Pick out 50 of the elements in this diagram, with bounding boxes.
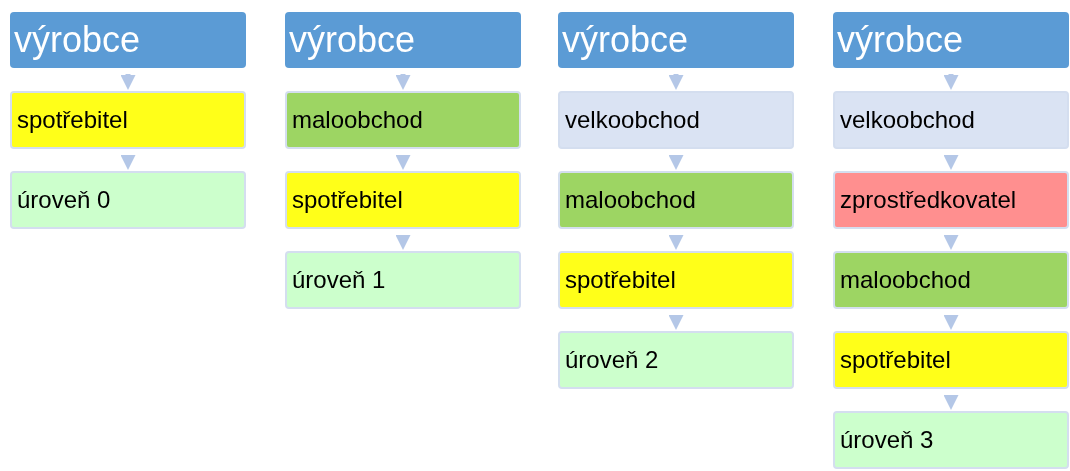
process-box: [833, 411, 1069, 469]
process-box: [833, 331, 1069, 389]
box-label: úroveň 2: [565, 346, 659, 374]
process-box: [833, 91, 1069, 149]
arrow: [668, 235, 684, 250]
box-label: výrobce: [562, 20, 689, 60]
process-box: [833, 171, 1069, 229]
header-box: [285, 12, 521, 68]
arrow: [395, 74, 411, 90]
box-label: spotřebitel: [292, 186, 403, 214]
box-label: spotřebitel: [17, 106, 128, 134]
process-box: [285, 251, 521, 309]
box-label: úroveň 0: [17, 186, 111, 214]
box-label: výrobce: [14, 20, 141, 60]
process-box: [833, 251, 1069, 309]
box-label: maloobchod: [292, 106, 423, 134]
process-box: [10, 91, 246, 149]
process-box: [558, 251, 794, 309]
header-box: [833, 12, 1069, 68]
process-box: [558, 171, 794, 229]
process-box: [285, 171, 521, 229]
box-label: spotřebitel: [840, 346, 951, 374]
header-box: [10, 12, 246, 68]
arrow: [943, 235, 959, 250]
arrow: [943, 315, 959, 330]
arrow: [943, 395, 959, 410]
box-label: úroveň 3: [840, 426, 934, 454]
box-label: výrobce: [289, 20, 416, 60]
arrow: [395, 235, 411, 250]
process-box: [558, 91, 794, 149]
arrow: [395, 155, 411, 170]
box-label: zprostředkovatel: [840, 186, 1017, 214]
arrow: [120, 155, 136, 170]
process-box: [10, 171, 246, 229]
arrow: [668, 74, 684, 90]
box-label: výrobce: [837, 20, 964, 60]
arrow: [668, 155, 684, 170]
arrow: [943, 74, 959, 90]
box-label: velkoobchod: [840, 106, 975, 134]
box-label: maloobchod: [565, 186, 696, 214]
box-label: úroveň 1: [292, 266, 386, 294]
arrow: [668, 315, 684, 330]
box-label: spotřebitel: [565, 266, 676, 294]
box-label: maloobchod: [840, 266, 971, 294]
process-box: [558, 331, 794, 389]
box-label: velkoobchod: [565, 106, 700, 134]
process-box: [285, 91, 521, 149]
arrow: [943, 155, 959, 170]
header-box: [558, 12, 794, 68]
arrow: [120, 74, 136, 90]
